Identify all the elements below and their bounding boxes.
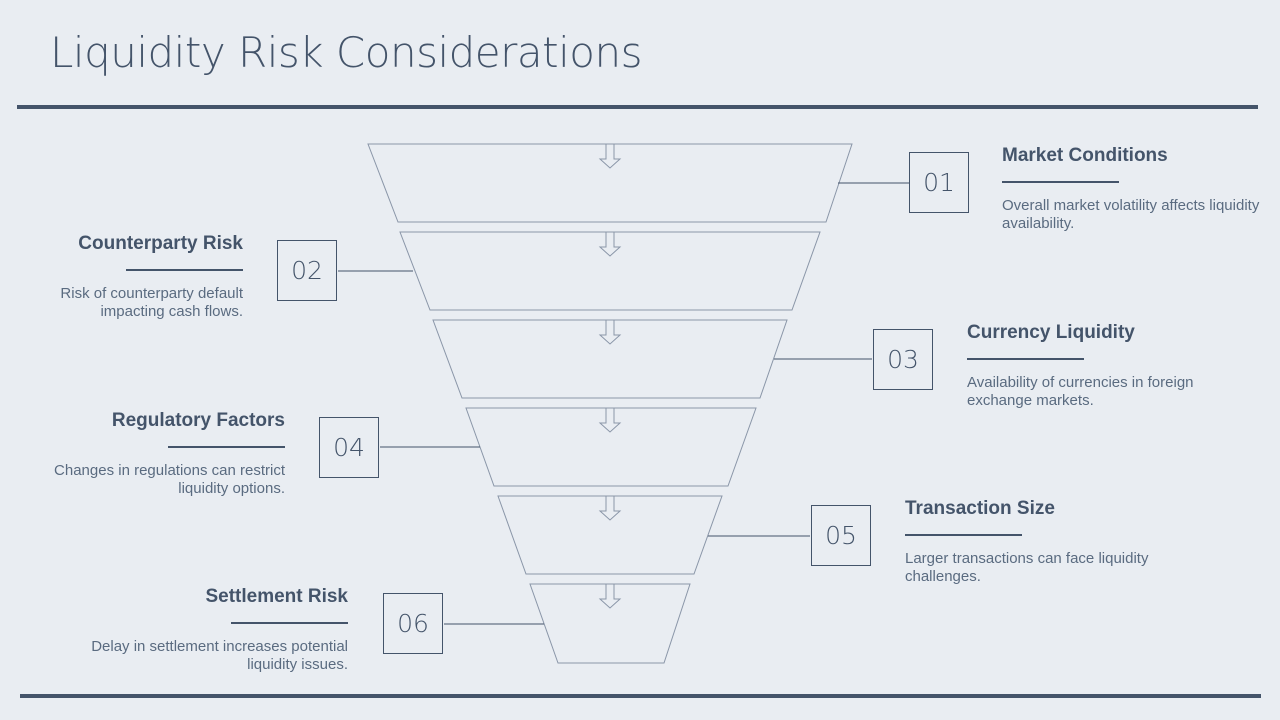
arrow-down-icon [598,144,622,169]
funnel-layer-3 [432,319,788,399]
item-title: Market Conditions [1002,145,1168,166]
item-title: Settlement Risk [205,586,348,607]
arrow-down-icon [598,584,622,609]
item-underline [231,622,348,624]
item-settlement-risk: Settlement Risk Delay in settlement incr… [48,586,348,674]
funnel-layer-1 [367,143,853,223]
step-number-05: 05 [811,505,871,566]
item-underline [905,534,1022,536]
arrow-down-icon [598,496,622,521]
item-market-conditions: Market Conditions Overall market volatil… [1002,145,1262,233]
item-description: Risk of counterparty default impacting c… [60,284,243,320]
item-regulatory-factors: Regulatory Factors Changes in regulation… [25,410,285,498]
item-underline [1002,181,1119,183]
item-transaction-size: Transaction Size Larger transactions can… [905,498,1165,586]
arrow-down-icon [598,408,622,433]
arrow-down-icon [598,320,622,345]
bottom-divider [20,694,1261,698]
item-description: Larger transactions can face liquidity c… [905,549,1149,585]
item-underline [168,446,285,448]
item-currency-liquidity: Currency Liquidity Availability of curre… [967,322,1227,410]
item-title: Regulatory Factors [111,410,285,431]
item-description: Changes in regulations can restrict liqu… [54,461,285,497]
item-description: Overall market volatility affects liquid… [1002,196,1260,232]
item-counterparty-risk: Counterparty Risk Risk of counterparty d… [0,233,243,321]
item-underline [126,269,243,271]
top-divider [17,105,1258,109]
funnel-layer-4 [465,407,757,487]
page-title: Liquidity Risk Considerations [50,28,642,77]
item-underline [967,358,1084,360]
step-number-04: 04 [319,417,379,478]
item-description: Delay in settlement increases potential … [91,637,348,673]
item-title: Transaction Size [905,498,1055,519]
item-description: Availability of currencies in foreign ex… [967,373,1194,409]
step-number-01: 01 [909,152,969,213]
step-number-02: 02 [277,240,337,301]
funnel-layer-5 [497,495,723,575]
funnel-layer-6 [529,583,691,664]
step-number-06: 06 [383,593,443,654]
item-title: Currency Liquidity [967,322,1135,343]
arrow-down-icon [598,232,622,257]
funnel-layer-2 [399,231,821,311]
step-number-03: 03 [873,329,933,390]
item-title: Counterparty Risk [78,233,243,254]
